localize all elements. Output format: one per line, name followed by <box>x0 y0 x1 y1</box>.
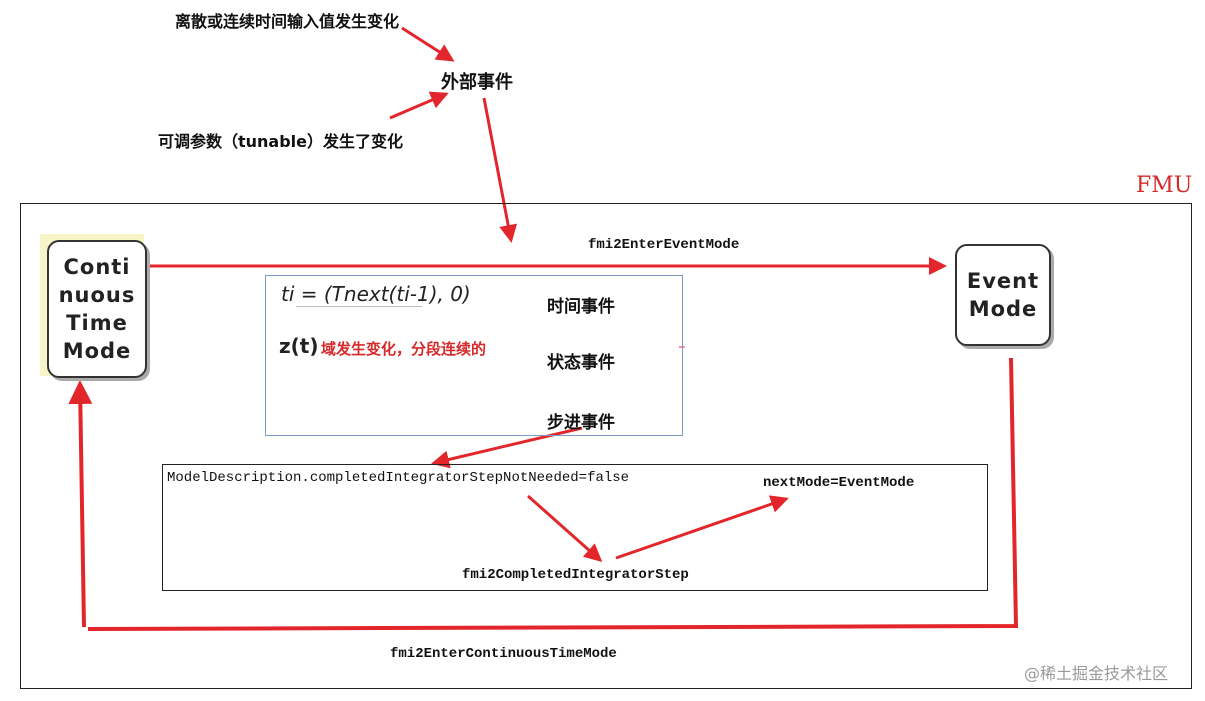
arrow-discrete-to-external <box>401 26 455 62</box>
time-event-label: 时间事件 <box>547 297 615 317</box>
integrator-box <box>162 464 988 591</box>
formula-t: ti = (Tnext(ti-1), 0) <box>281 282 471 306</box>
formula-underline <box>296 306 422 307</box>
arrow-event-loop-back <box>87 357 1019 631</box>
tunable-change-label: 可调参数（tunable）发生了变化 <box>158 132 404 151</box>
continuous-time-mode-label: Conti nuous Time Mode <box>58 255 136 363</box>
arrow-step-to-nextmode <box>615 495 789 560</box>
arrow-external-down <box>482 97 518 243</box>
completed-integrator-step-label: fmi2CompletedIntegratorStep <box>462 567 689 583</box>
state-event-label: 状态事件 <box>547 353 615 373</box>
model-description-label: ModelDescription.completedIntegratorStep… <box>167 470 630 486</box>
fmu-label: FMU <box>1136 173 1193 198</box>
enter-continuous-time-mode-label: fmi2EnterContinuousTimeMode <box>390 646 617 662</box>
step-event-label: 步进事件 <box>547 413 615 433</box>
discrete-change-label: 离散或连续时间输入值发生变化 <box>175 12 400 31</box>
continuous-time-mode-state: Conti nuous Time Mode <box>47 240 147 378</box>
external-event-label: 外部事件 <box>441 72 513 93</box>
next-mode-label: nextMode=EventMode <box>763 475 915 491</box>
arrow-step-to-model <box>431 426 583 469</box>
fmu-container <box>20 203 1192 689</box>
arrow-up-to-continuous <box>68 380 93 628</box>
event-mode-label: Event Mode <box>966 269 1040 321</box>
z-change-note: 域发生变化，分段连续的 <box>321 340 487 358</box>
formula-z: z(t) <box>279 334 319 358</box>
watermark: @稀土掘金技术社区 <box>1024 664 1169 683</box>
events-box <box>265 275 683 436</box>
event-mode-state: Event Mode <box>955 244 1051 346</box>
arrow-tunable-to-external <box>389 91 449 120</box>
enter-event-mode-label: fmi2EnterEventMode <box>588 237 740 253</box>
arrow-model-to-step <box>527 494 603 562</box>
